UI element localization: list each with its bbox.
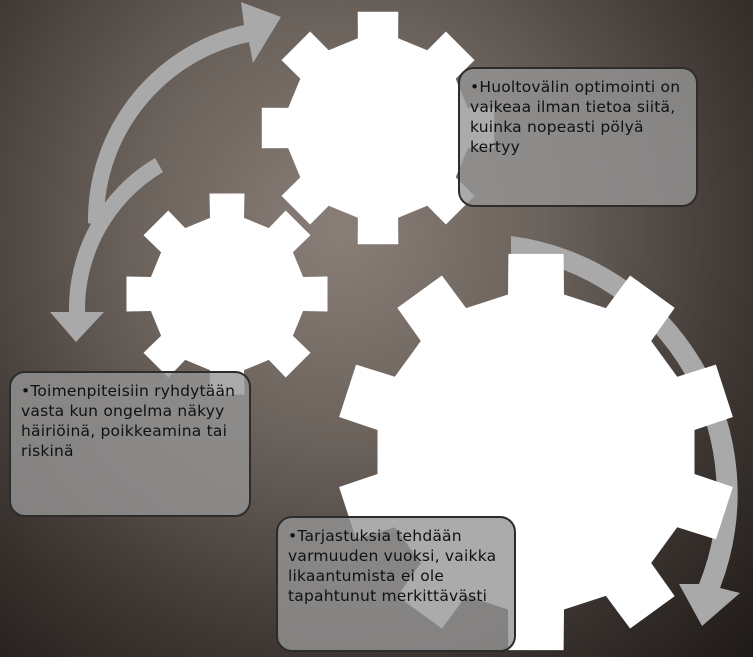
arrow-top-to-left-icon [50, 158, 163, 342]
text-box-left: •Toimenpiteisiin ryhdytään vasta kun ong… [9, 371, 251, 517]
arrow-left-to-top-icon [87, 2, 282, 228]
text-box-top: •Huoltovälin optimointi on vaikeaa ilman… [458, 67, 698, 207]
gear-left-icon [126, 193, 328, 395]
arrow-right-to-bottom-icon [511, 236, 740, 626]
text-box-bottom: •Tarjastuksia tehdään varmuuden vuoksi, … [276, 516, 516, 652]
gear-top-icon [261, 11, 495, 245]
